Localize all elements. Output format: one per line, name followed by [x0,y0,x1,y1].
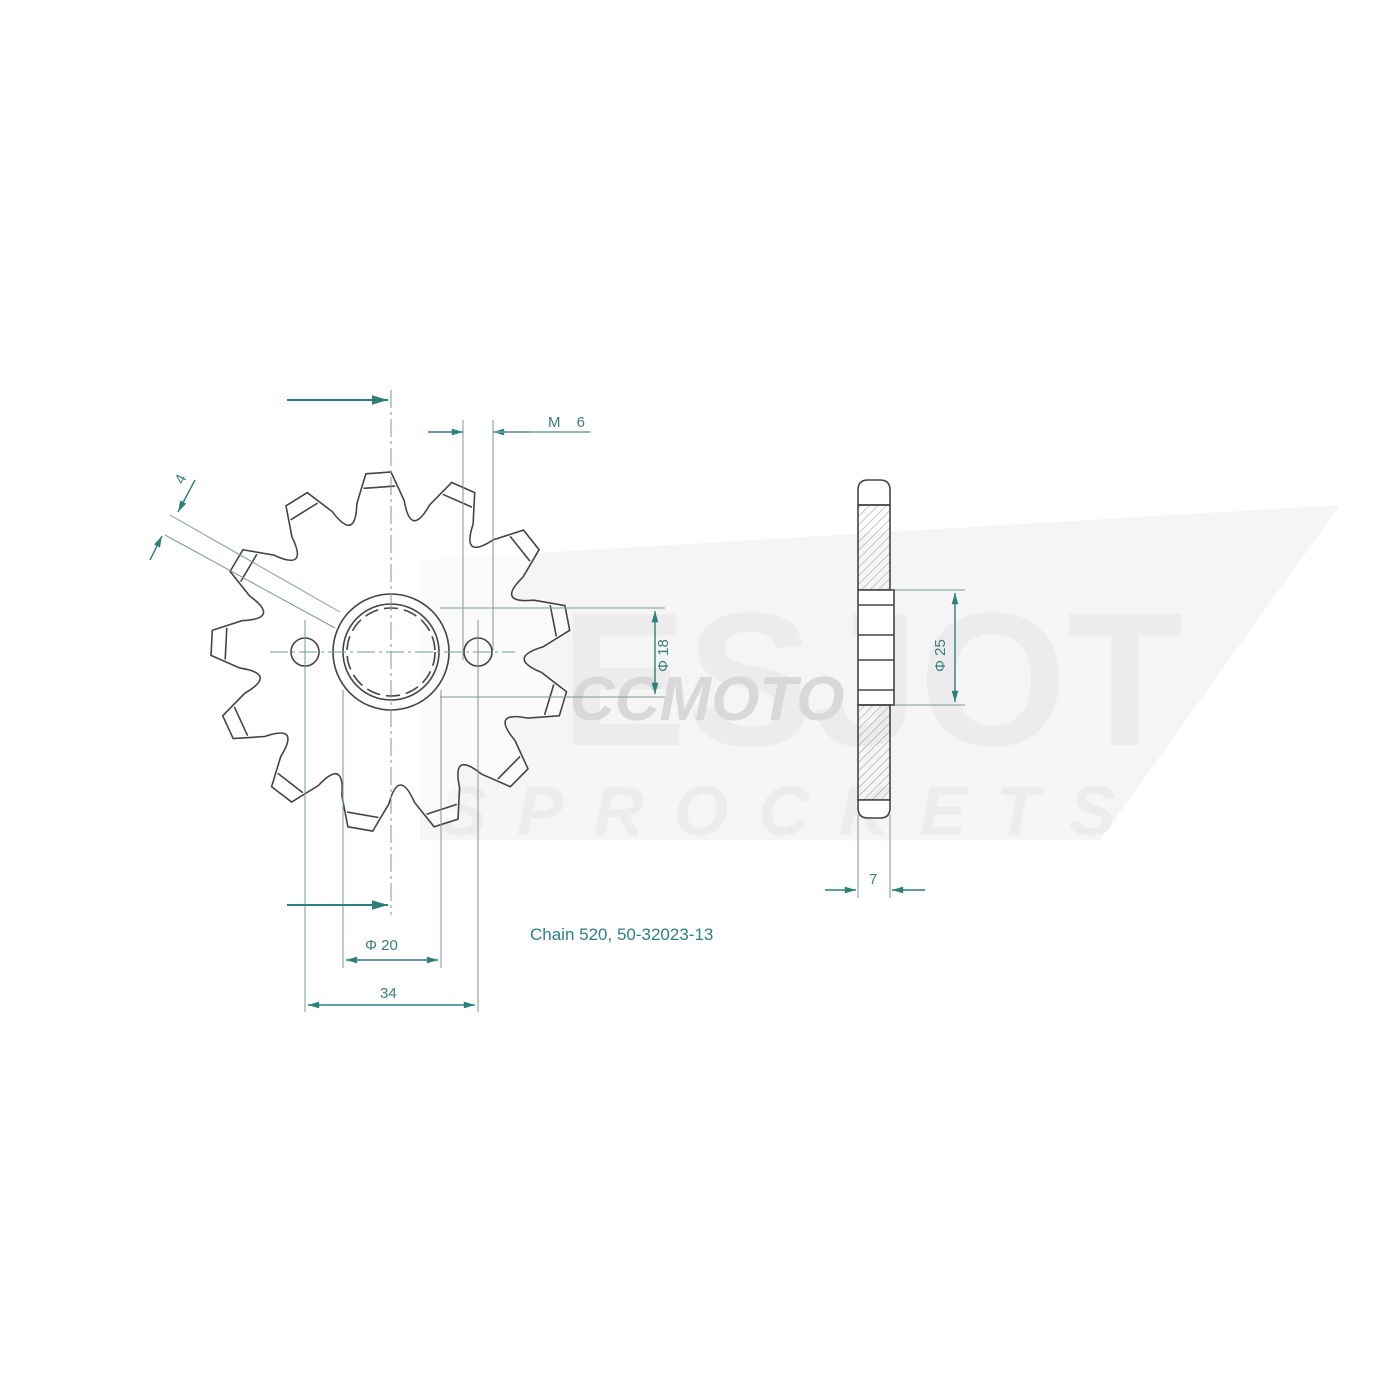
tooth-tip-line [346,811,379,819]
bore-circle-label: Φ 20 [365,937,398,954]
side-view [857,479,895,819]
dimension-lines [149,395,959,1009]
tooth-tip-line [277,772,304,794]
tooth-tip-line [290,502,319,521]
thread-label: M 6 [548,414,591,431]
tooth-tip-line [543,684,555,716]
tooth-tips [224,485,558,819]
tooth-tip-line [233,706,249,737]
watermark-reseller: CCMOTO [570,665,844,734]
bolt-spacing-label: 34 [380,985,397,1002]
tooth-tip-line [442,493,473,508]
tooth-tip-line [363,485,396,490]
tooth-width-label: 4 [172,472,191,487]
thickness-label: 7 [869,871,877,888]
part-caption: Chain 520, 50-32023-13 [530,925,713,944]
tooth-tip-line [426,803,458,815]
hub-diameter-label: Φ 25 [932,639,949,672]
tooth-tip-line [509,535,531,562]
bore-label: Φ 18 [655,639,672,672]
construction-lines [164,390,965,1012]
watermark-tagline: SPROCKETS [440,772,1146,850]
tooth-tip-line [497,755,521,780]
tooth-tip-line [549,604,558,637]
tooth-tip-line [224,627,228,660]
tooth-tip-line [240,553,258,582]
